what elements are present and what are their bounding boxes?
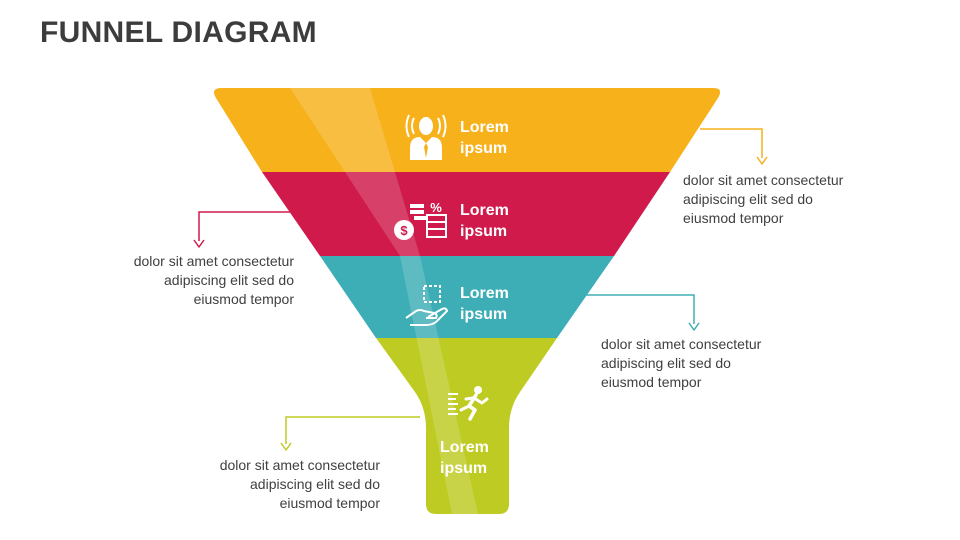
stage-label-line1: Lorem [460,285,509,302]
svg-text:%: % [430,200,442,215]
hand-holding-icon [405,285,449,326]
connector-1 [700,128,768,165]
callout-line: adipiscing elit sed do [164,272,294,288]
stage-label-line2: ipsum [460,306,508,323]
connector-2 [193,211,294,248]
page-title: FUNNEL DIAGRAM [40,16,317,49]
callout-line: eiusmod tempor [601,374,702,390]
callout-line: dolor sit amet consectetur [133,253,294,269]
businessman-icon [405,114,447,160]
callout-line: eiusmod tempor [279,495,380,511]
callout-line: dolor sit amet consectetur [683,172,844,188]
callout-line: eiusmod tempor [193,291,294,307]
callout-line: adipiscing elit sed do [601,355,731,371]
stage-label-line1: Lorem [460,202,509,219]
money-percent-icon: $ % [394,200,447,240]
callout-line: eiusmod tempor [683,210,784,226]
stage-label-1: Lorem ipsum [460,117,540,159]
callout-line: dolor sit amet consectetur [601,336,762,352]
callout-line: adipiscing elit sed do [250,476,380,492]
stage-label-2: Lorem ipsum [460,200,540,242]
callout-3: dolor sit amet consectetur adipiscing el… [601,335,801,392]
callout-line: dolor sit amet consectetur [219,457,380,473]
connector-4 [280,416,420,451]
funnel-stage-3 [320,256,614,338]
stage-label-line2: ipsum [460,223,508,240]
stage-label-4: Lorem ipsum [440,437,520,479]
stage-label-line1: Lorem [440,439,489,456]
callout-4: dolor sit amet consectetur adipiscing el… [180,456,380,513]
running-man-icon [448,386,489,421]
svg-text:$: $ [400,223,408,238]
stage-label-line2: ipsum [440,460,488,477]
callout-1: dolor sit amet consectetur adipiscing el… [683,171,883,228]
connector-3 [584,294,700,331]
funnel-stage-2 [262,172,670,256]
stage-label-line2: ipsum [460,140,508,157]
funnel-stage-4 [376,338,557,514]
funnel-highlight [290,88,478,514]
stage-label-line1: Lorem [460,119,509,136]
callout-line: adipiscing elit sed do [683,191,813,207]
funnel-stage-1 [214,88,721,172]
callout-2: dolor sit amet consectetur adipiscing el… [94,252,294,309]
stage-label-3: Lorem ipsum [460,283,540,325]
